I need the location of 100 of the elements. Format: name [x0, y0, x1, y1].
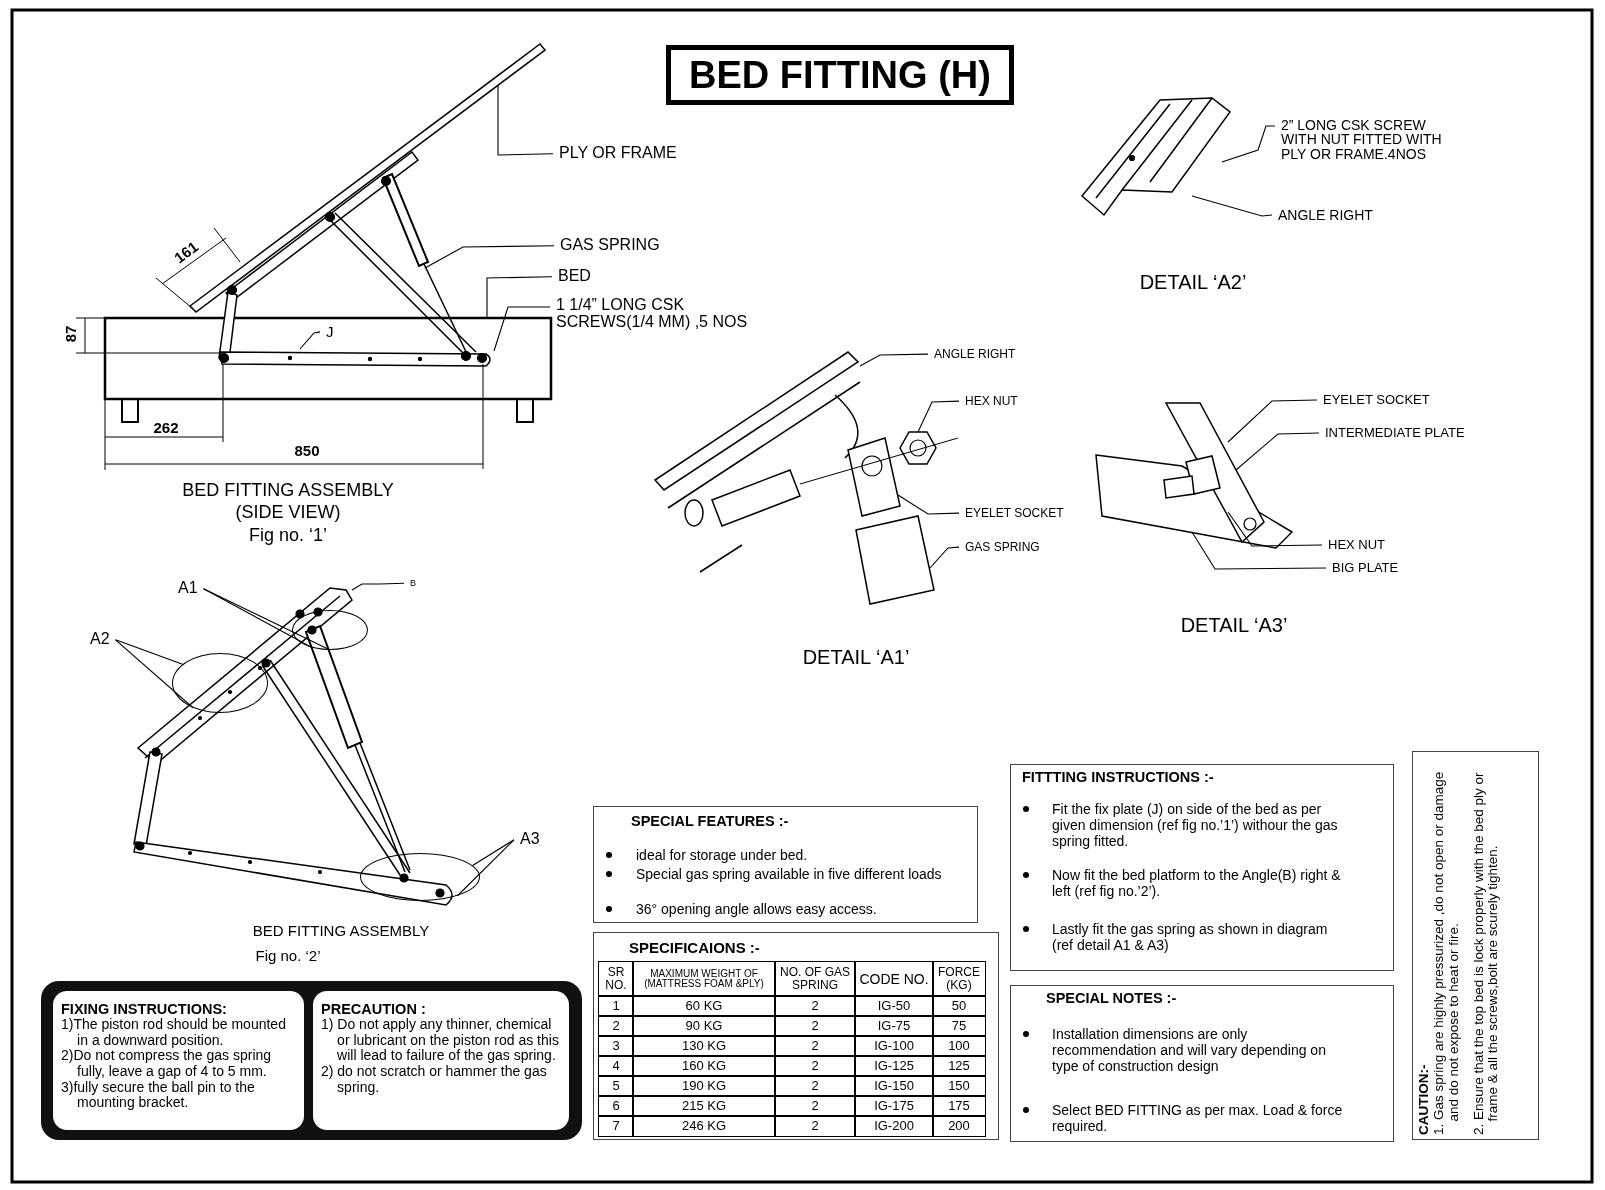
table-cell: IG-50: [854, 995, 934, 1017]
part-label: J: [326, 324, 334, 340]
section-heading: SPECIFICAIONS :-: [629, 939, 760, 956]
table-cell: 160 KG: [632, 1055, 776, 1077]
table-cell: 190 KG: [632, 1075, 776, 1097]
list-item: Installation dimensions are only recommendation and will vary depending on type of construction design: [1052, 1026, 1327, 1075]
figure-caption: DETAIL ‘A2’: [1139, 270, 1247, 294]
table-cell: 125: [932, 1055, 986, 1077]
table-cell: 175: [932, 1095, 986, 1117]
figure-caption: Fig no. ‘1’: [249, 524, 327, 546]
table-cell: 130 KG: [632, 1035, 776, 1057]
section-heading: CAUTION:-: [1417, 1063, 1432, 1135]
instruction-item: 3)fully secure the ball pin to the mounting bracket.: [61, 1079, 256, 1112]
table-cell: 75: [932, 1015, 986, 1037]
table-cell: 6: [598, 1095, 634, 1117]
leader-line: [115, 639, 184, 665]
part-label: 1 1/4” LONG CSK SCREWS(1/4 MM) ,5 NOS: [556, 297, 761, 331]
table-cell: 2: [774, 1075, 856, 1097]
table-cell: 3: [598, 1035, 634, 1057]
list-item: Lastly fit the gas spring as shown in diagram (ref detail A1 & A3): [1052, 921, 1329, 954]
table-cell: 246 KG: [632, 1115, 776, 1137]
figure-caption: BED FITTING ASSEMBLY: [252, 921, 430, 939]
table-cell: IG-125: [854, 1055, 934, 1077]
leader-line: [1227, 511, 1323, 547]
part-label: 2” LONG CSK SCREW WITH NUT FITTED WITH PLY OR FRAME.4NOS: [1281, 117, 1451, 162]
figure-caption: DETAIL ‘A1’: [802, 645, 910, 669]
leader-line: [351, 582, 405, 591]
table-cell: 150: [932, 1075, 986, 1097]
table-cell: 2: [598, 1015, 634, 1037]
caution-item: 1. Gas spring are highly pressurized ,do not open or damage and do not expose to heat or fire.: [1431, 770, 1462, 1135]
section-heading: FIXING INSTRUCTIONS:: [61, 1001, 228, 1017]
part-label: EYELET SOCKET: [965, 506, 1064, 520]
list-item: ideal for storage under bed.: [636, 847, 809, 864]
figure-caption: (SIDE VIEW): [235, 501, 341, 523]
leader-line: [299, 331, 321, 350]
table-cell: 2: [774, 995, 856, 1017]
dimension-value: 161: [170, 237, 202, 267]
title: BED FITTING (H): [666, 45, 1014, 105]
note-box: [1010, 764, 1394, 971]
list-item: Special gas spring available in five different loads: [636, 866, 943, 883]
callout-label: A2: [90, 631, 110, 649]
part-label: BIG PLATE: [1332, 561, 1399, 575]
dimension-value: 262: [153, 418, 179, 436]
list-item: Select BED FITTING as per max. Load & force required.: [1052, 1102, 1344, 1135]
table-cell: 2: [774, 1095, 856, 1117]
table-cell: IG-100: [854, 1035, 934, 1057]
part-label: GAS SPRING: [560, 237, 660, 255]
table-cell: 4: [598, 1055, 634, 1077]
note-box: [593, 806, 978, 923]
instruction-item: 1)The piston rod should be mounted in a downward position.: [61, 1017, 287, 1049]
caution-item: 2. Ensure that the top bed is lock properly with the bed ply or frame & all the screws,bolt are scurely tighten.: [1471, 771, 1502, 1135]
table-cell: FORCE (KG): [932, 961, 986, 997]
leader-line: [486, 276, 553, 319]
table-cell: 215 KG: [632, 1095, 776, 1117]
section-heading: SPECIAL NOTES :-: [1046, 990, 1177, 1006]
dimension-value: 87: [61, 325, 79, 343]
table-cell: 200: [932, 1115, 986, 1137]
table-cell: 100: [932, 1035, 986, 1057]
leader-line: [917, 400, 960, 433]
table-cell: SR NO.: [598, 961, 634, 997]
leader-line: [1221, 125, 1276, 163]
section-heading: PRECAUTION :: [321, 1001, 427, 1017]
plate-joint-detail-drawing: [1095, 402, 1294, 549]
figure-caption: BED FITTING ASSEMBLY: [182, 479, 394, 501]
angle-bracket-detail-drawing: [1080, 97, 1232, 217]
part-label: ANGLE RIGHT: [934, 347, 1016, 361]
section-heading: SPECIAL FEATURES :-: [631, 813, 789, 829]
table-cell: 2: [774, 1035, 856, 1057]
table-cell: 60 KG: [632, 995, 776, 1017]
table-cell: 2: [774, 1015, 856, 1037]
note-box: [593, 932, 999, 1140]
table-cell: NO. OF GAS SPRING: [774, 961, 856, 997]
part-label: BED: [558, 268, 591, 286]
leader-line: [1191, 195, 1273, 217]
instruction-item: 2) do not scratch or hammer the gas spring.: [321, 1064, 548, 1096]
callout-label: B: [410, 578, 416, 589]
part-label: GAS SPRING: [965, 540, 1040, 554]
instruction-item: 2)Do not compress the gas spring fully, leave a gap of 4 to 5 mm.: [61, 1048, 273, 1080]
list-item: Fit the fix plate (J) on side of the bed as per given dimension (ref fig no.’1’) withour the gas spring fitted.: [1052, 801, 1339, 850]
table-cell: 50: [932, 995, 986, 1017]
instructions-panel: [41, 981, 582, 1140]
note-box: [1010, 985, 1394, 1142]
table-cell: CODE NO.: [854, 961, 934, 997]
part-label: HEX NUT: [965, 394, 1018, 408]
table-cell: IG-75: [854, 1015, 934, 1037]
table-cell: 1: [598, 995, 634, 1017]
callout-label: A1: [178, 580, 198, 598]
leader-line: [424, 245, 555, 269]
part-label: ANGLE RIGHT: [1278, 207, 1373, 223]
dimension-value: 850: [294, 441, 320, 459]
leader-line: [859, 353, 929, 367]
table-cell: MAXIMUM WEIGHT OF (MATTRESS FOAM &PLY): [632, 961, 776, 997]
table-cell: 7: [598, 1115, 634, 1137]
callout-label: A3: [520, 831, 540, 849]
table-cell: IG-150: [854, 1075, 934, 1097]
section-heading: FITTTING INSTRUCTIONS :-: [1022, 769, 1214, 785]
leader-line: [929, 546, 960, 569]
part-label: PLY OR FRAME: [559, 145, 677, 163]
leader-line: [497, 85, 554, 156]
bed-side-view-drawing: [103, 42, 553, 423]
